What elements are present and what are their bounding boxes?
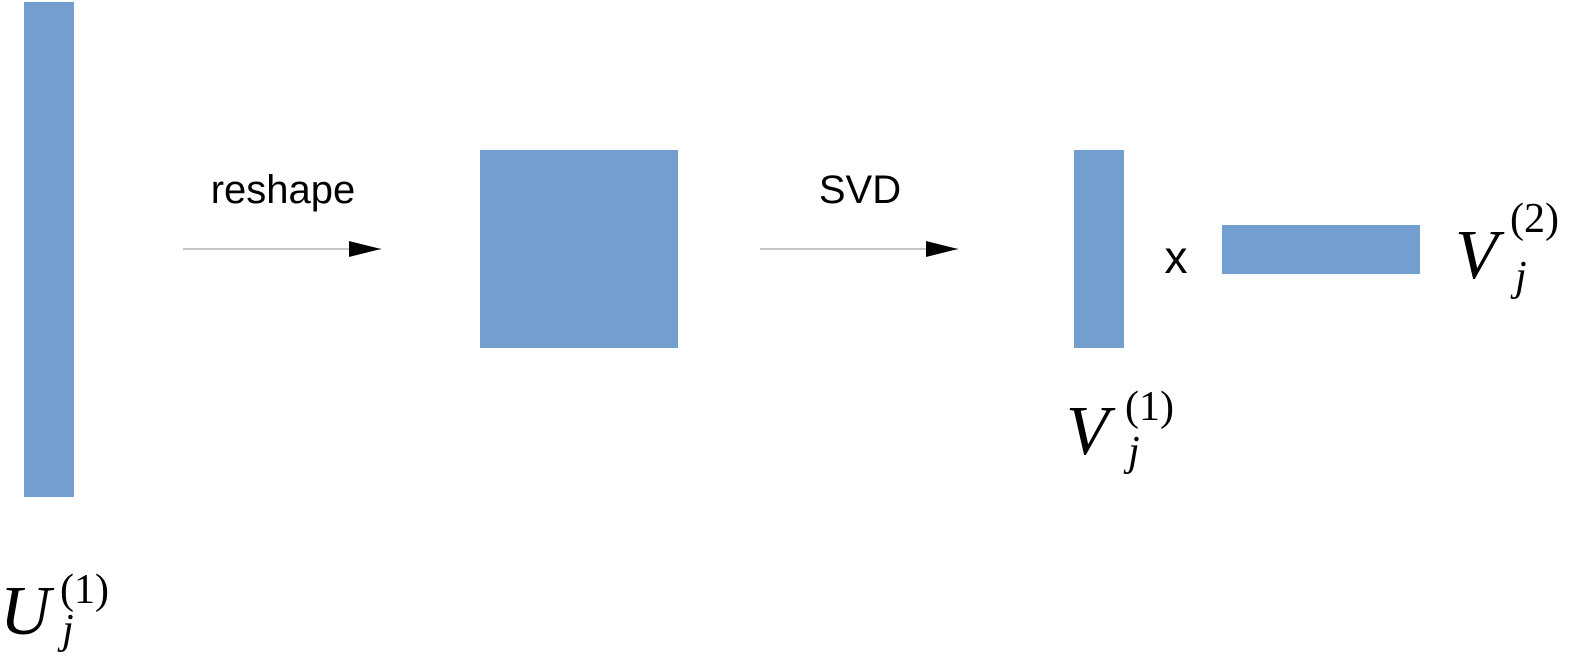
- reshape-label: reshape: [211, 168, 356, 212]
- reshaped-matrix-block: [480, 150, 678, 348]
- u-column-vector-block: [24, 2, 74, 497]
- v2-factor-block: [1222, 225, 1420, 274]
- v-j-1-label: V (1) j: [1066, 384, 1174, 475]
- svg-text:(2): (2): [1510, 196, 1559, 242]
- v1-factor-block: [1074, 150, 1124, 348]
- svg-text:(1): (1): [60, 567, 109, 613]
- svg-text:V: V: [1066, 393, 1116, 470]
- u-j-1-label: U (1) j: [0, 567, 109, 653]
- svg-text:j: j: [57, 607, 74, 653]
- svg-text:(1): (1): [1125, 384, 1174, 430]
- svg-text:V: V: [1455, 217, 1505, 294]
- svg-text:U: U: [0, 573, 55, 650]
- svg-text:j: j: [1510, 254, 1527, 300]
- multiplication-sign: x: [1165, 231, 1188, 283]
- v-j-2-label: V (2) j: [1455, 196, 1559, 300]
- svg-text:j: j: [1123, 429, 1140, 475]
- svd-label: SVD: [819, 168, 901, 212]
